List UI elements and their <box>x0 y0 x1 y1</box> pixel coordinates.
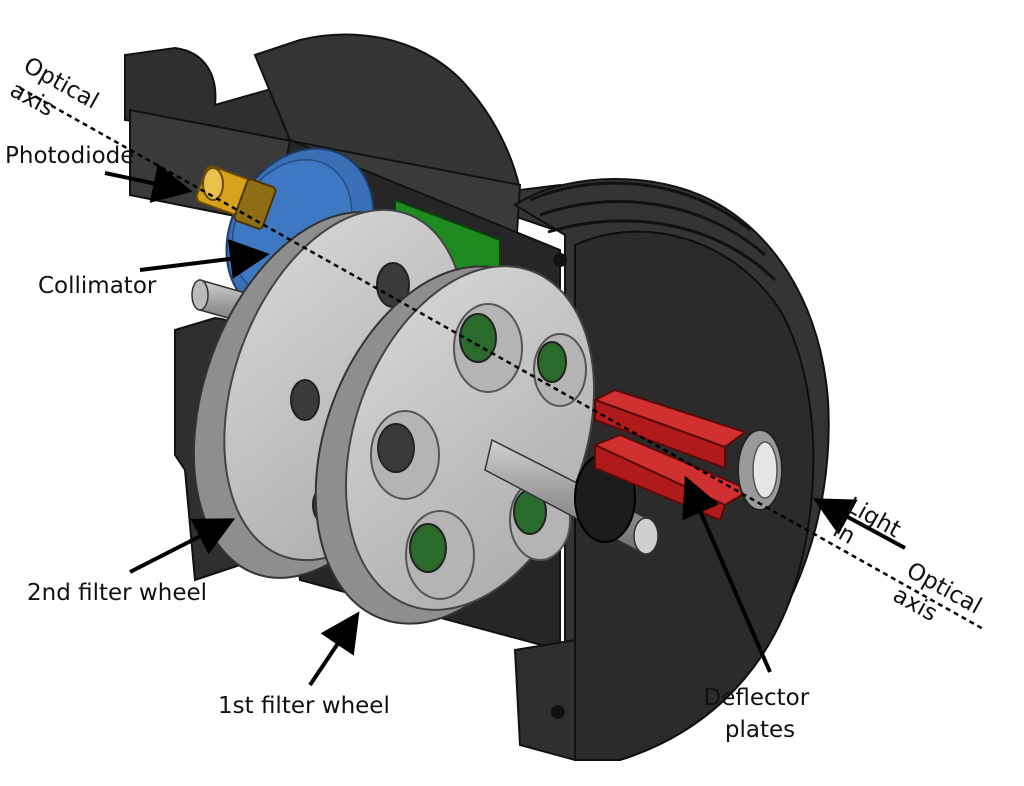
arrow-icon <box>139 239 270 279</box>
deflector-plates-line1: Deflector <box>703 685 809 711</box>
photodiode-label: Photodiode <box>5 143 134 169</box>
first-filter-wheel <box>314 265 596 625</box>
optical-axis-label-bottom: Optical axis <box>889 558 993 648</box>
arrow-icon <box>308 611 360 687</box>
arrow-icon <box>104 163 193 203</box>
arrow-icon <box>682 475 772 673</box>
collimator-label: Collimator <box>38 273 157 299</box>
arrow-icon <box>812 498 906 550</box>
labels: Optical axis Photodiode Collimator 2nd f… <box>5 53 993 743</box>
bottom-block <box>513 638 576 762</box>
second-filter-wheel-label: 2nd filter wheel <box>27 580 207 606</box>
first-filter-wheel-label: 1st filter wheel <box>218 693 390 719</box>
photodiode-body <box>195 165 277 230</box>
light-in-label: Light in <box>829 493 912 572</box>
filter-holes <box>370 303 587 600</box>
leader-arrows <box>104 163 906 687</box>
deflector-plates-label: Deflector plates <box>703 685 816 743</box>
deflector-plates-line2: plates <box>725 717 795 743</box>
arrow-icon <box>129 518 236 574</box>
